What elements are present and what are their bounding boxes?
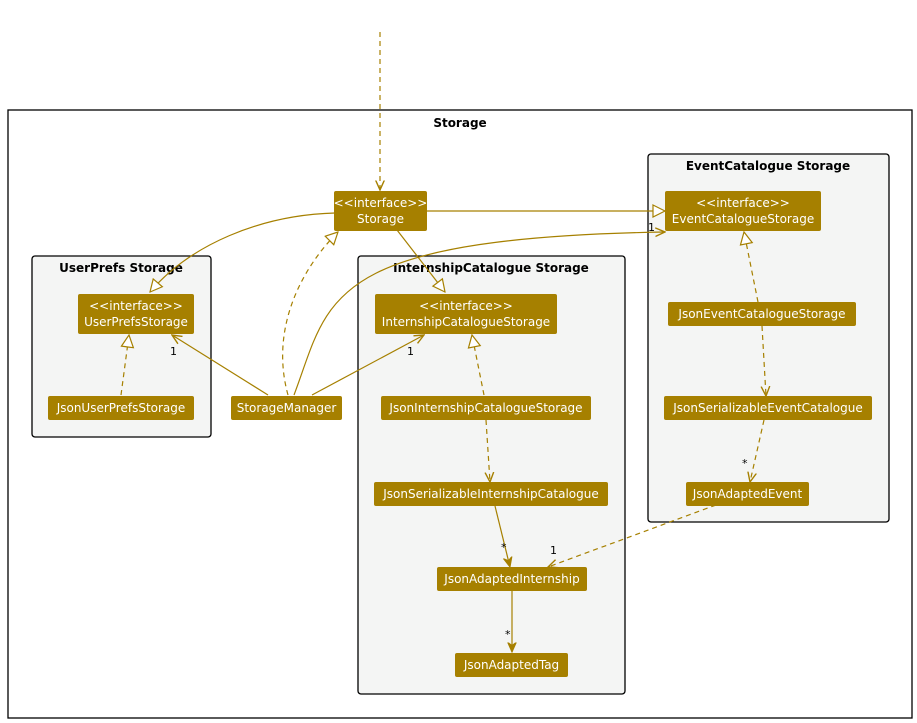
class-storage[interactable]: <<interface>> Storage [334, 191, 428, 231]
class-json-userprefs-storage[interactable]: JsonUserPrefsStorage [48, 396, 194, 420]
json-userprefs-implements-line [120, 335, 129, 396]
class-userprefs-storage[interactable]: <<interface>> UserPrefsStorage [78, 294, 194, 334]
package-event-storage: EventCatalogue Storage [647, 153, 890, 523]
class-json-userprefs-name: JsonUserPrefsStorage [56, 401, 186, 415]
class-json-internship-catalogue-storage[interactable]: JsonInternshipCatalogueStorage [381, 396, 591, 420]
mult-catalogue-internship: * [501, 541, 507, 554]
class-json-event-catalogue-storage[interactable]: JsonEventCatalogueStorage [668, 302, 856, 326]
mult-internship-tag: * [505, 628, 511, 641]
class-json-serializable-internship-name: JsonSerializableInternshipCatalogue [382, 487, 598, 501]
class-internship-storage-name: InternshipCatalogueStorage [382, 315, 550, 329]
class-json-adapted-internship-name: JsonAdaptedInternship [443, 572, 579, 586]
class-storage-manager-name: StorageManager [237, 401, 337, 415]
class-json-adapted-event-name: JsonAdaptedEvent [692, 487, 803, 501]
package-storage-title: Storage [433, 116, 486, 130]
storage-to-internship-line [396, 229, 445, 292]
package-internship-title: InternshipCatalogue Storage [393, 261, 589, 275]
class-json-adapted-tag[interactable]: JsonAdaptedTag [455, 653, 568, 677]
class-userprefs-name: UserPrefsStorage [84, 315, 188, 329]
class-json-serializable-internship-catalogue[interactable]: JsonSerializableInternshipCatalogue [374, 482, 608, 506]
class-event-storage-name: EventCatalogueStorage [672, 212, 814, 226]
class-storage-manager[interactable]: StorageManager [231, 396, 342, 420]
json-internship-to-serializable-line [486, 419, 490, 482]
json-internship-implements-line [472, 335, 485, 396]
serializable-to-adapted-internship-line [494, 505, 510, 567]
serializable-to-adapted-event-line [750, 419, 765, 482]
json-event-to-serializable-line [762, 325, 766, 396]
manager-to-event-line [293, 232, 665, 396]
mult-manager-internship: 1 [407, 345, 414, 358]
mult-event-internship: 1 [550, 544, 557, 557]
package-event-title: EventCatalogue Storage [686, 159, 850, 173]
class-json-adapted-internship[interactable]: JsonAdaptedInternship [437, 567, 587, 591]
adapted-event-to-internship-line [548, 504, 717, 567]
class-userprefs-stereotype: <<interface>> [89, 299, 183, 313]
relationships [120, 32, 766, 652]
class-internship-catalogue-storage[interactable]: <<interface>> InternshipCatalogueStorage [375, 294, 557, 334]
mult-manager-userprefs: 1 [170, 345, 177, 358]
mult-event-catalogue-event: * [742, 457, 748, 470]
class-json-adapted-tag-name: JsonAdaptedTag [463, 658, 559, 672]
class-storage-stereotype: <<interface>> [334, 196, 428, 210]
class-json-internship-storage-name: JsonInternshipCatalogueStorage [388, 401, 582, 415]
package-userprefs-title: UserPrefs Storage [59, 261, 183, 275]
manager-implements-storage-line [282, 232, 338, 396]
class-json-serializable-event-catalogue[interactable]: JsonSerializableEventCatalogue [664, 396, 872, 420]
class-event-catalogue-storage[interactable]: <<interface>> EventCatalogueStorage [665, 191, 821, 231]
class-internship-storage-stereotype: <<interface>> [419, 299, 513, 313]
storage-to-userprefs-line [150, 212, 336, 292]
json-event-implements-line [744, 232, 759, 303]
class-json-event-storage-name: JsonEventCatalogueStorage [677, 307, 845, 321]
mult-manager-event: 1 [648, 221, 655, 234]
class-json-adapted-event[interactable]: JsonAdaptedEvent [686, 482, 809, 506]
manager-to-userprefs-line [172, 335, 269, 396]
class-event-storage-stereotype: <<interface>> [696, 196, 790, 210]
class-storage-name: Storage [357, 212, 404, 226]
manager-to-internship-line [311, 335, 424, 396]
class-json-serializable-event-name: JsonSerializableEventCatalogue [672, 401, 862, 415]
